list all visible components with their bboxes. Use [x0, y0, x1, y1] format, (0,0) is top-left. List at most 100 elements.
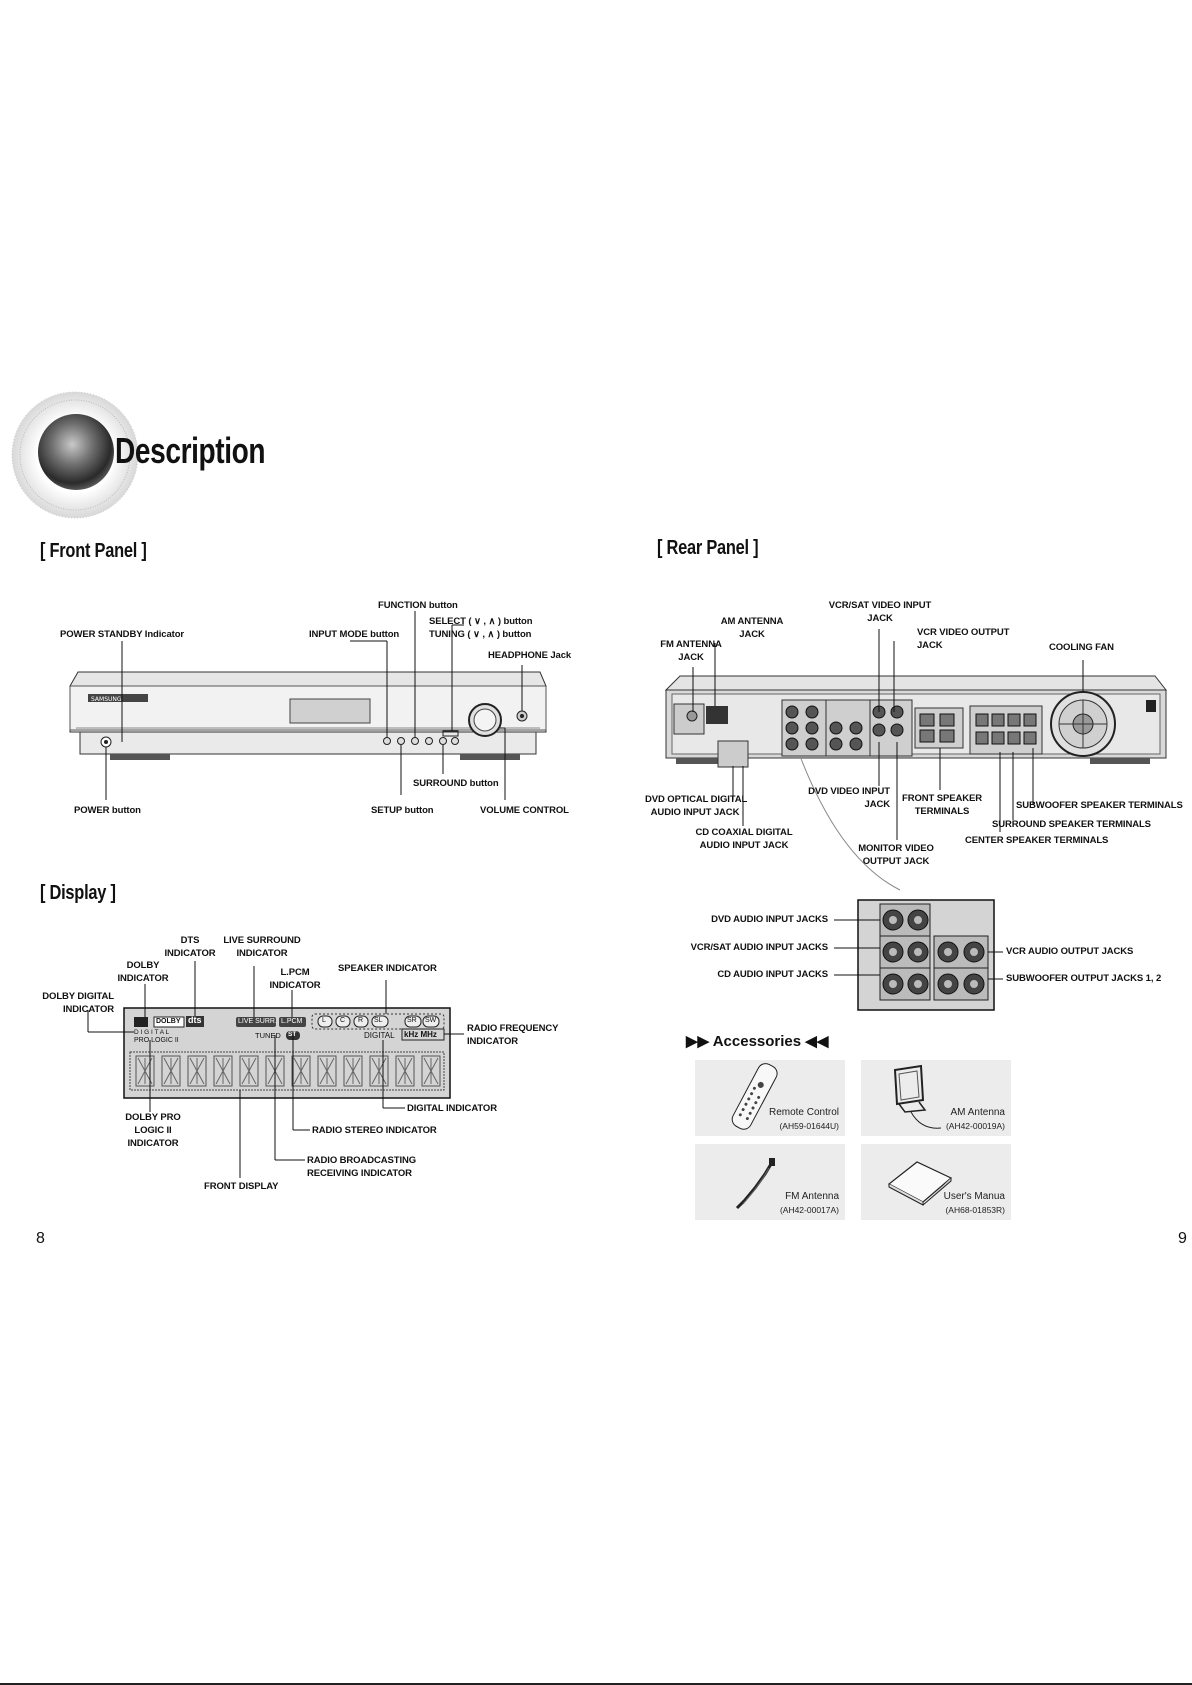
label-vcr-sat-audio-input: VCR/SAT AUDIO INPUT JACKS	[690, 942, 828, 953]
label-radio-stereo: RADIO STEREO INDICATOR	[312, 1125, 437, 1136]
label-dolby-1: DOLBY	[126, 960, 160, 971]
label-radio-broadcasting-2: RECEIVING INDICATOR	[307, 1168, 412, 1179]
display-heading: [ Display ]	[40, 882, 116, 904]
lcd-digital-small: D I G I T A L	[134, 1029, 170, 1036]
label-dts-2: INDICATOR	[164, 948, 216, 959]
label-dvd-video-in-2: JACK	[864, 799, 891, 810]
accessory-code: (AH68-01853R)	[945, 1205, 1005, 1215]
label-lpcm-2: INDICATOR	[269, 980, 321, 991]
label-monitor-video-1: MONITOR VIDEO	[858, 843, 934, 854]
page-title: Description	[115, 430, 266, 471]
lcd-pro-logic: PRO LOGIC II	[134, 1037, 179, 1044]
arrow-left-icon: ◀◀	[805, 1033, 829, 1050]
lcd-lpcm: L.PCM	[281, 1018, 303, 1025]
label-center-speaker-terminals: CENTER SPEAKER TERMINALS	[965, 835, 1109, 846]
label-am-antenna-2: JACK	[739, 629, 765, 640]
label-dvd-video-in-1: DVD VIDEO INPUT	[808, 786, 890, 797]
label-input-mode: INPUT MODE button	[309, 629, 400, 640]
label-cd-coax-2: AUDIO INPUT JACK	[699, 840, 789, 851]
label-tuning-button: TUNING ( ∨ , ∧ ) button	[429, 629, 532, 640]
lcd-digital: DIGITAL	[364, 1031, 395, 1040]
audio-jacks-closeup-icon	[857, 899, 995, 1011]
lcd-dts: dts	[188, 1015, 202, 1025]
receiver-front-icon: SAMSUNG	[69, 671, 547, 760]
label-radio-frequency-2: INDICATOR	[467, 1036, 518, 1047]
label-select-button: SELECT ( ∨ , ∧ ) button	[429, 616, 533, 627]
label-lpcm-1: L.PCM	[280, 967, 310, 978]
label-vcr-sat-video-in-2: JACK	[867, 613, 893, 624]
label-fm-antenna-1: FM ANTENNA	[660, 639, 722, 650]
lcd-display-icon	[123, 1007, 451, 1099]
lcd-dolby: DOLBY	[156, 1018, 181, 1025]
label-dpl-3: INDICATOR	[127, 1138, 179, 1149]
am-antenna-icon	[893, 1064, 942, 1129]
page-edge-line	[0, 1683, 1192, 1685]
accessory-remote-control: Remote Control (AH59-01644U)	[695, 1060, 845, 1136]
accessory-name: Remote Control	[768, 1107, 839, 1118]
label-dolby-2: INDICATOR	[117, 973, 169, 984]
accessory-code: (AH42-00017A)	[779, 1205, 839, 1215]
accessories-heading: ▶▶ Accessories ◀◀	[686, 1032, 828, 1050]
lcd-st: ST	[288, 1031, 297, 1038]
label-dolby-digital-1: DOLBY DIGITAL	[42, 991, 114, 1002]
label-dvd-optical-2: AUDIO INPUT JACK	[650, 807, 740, 818]
accessory-name: User's Manua	[943, 1191, 1005, 1202]
label-volume-control: VOLUME CONTROL	[480, 805, 569, 816]
remote-control-icon	[731, 1063, 778, 1130]
label-fm-antenna-2: JACK	[678, 652, 704, 663]
label-speaker-indicator: SPEAKER INDICATOR	[338, 963, 437, 974]
label-subwoofer-speaker-terminals: SUBWOOFER SPEAKER TERMINALS	[1016, 800, 1183, 811]
accessory-name: FM Antenna	[785, 1191, 839, 1202]
label-dts-1: DTS	[180, 935, 200, 946]
label-front-speaker-1: FRONT SPEAKER	[902, 793, 982, 804]
label-surround-speaker-terminals: SURROUND SPEAKER TERMINALS	[992, 819, 1151, 830]
speaker-logo-icon	[11, 391, 139, 519]
label-dolby-digital-2: INDICATOR	[63, 1004, 114, 1015]
label-headphone-jack: HEADPHONE Jack	[488, 650, 572, 661]
label-live-1: LIVE SURROUND	[223, 935, 301, 946]
accessory-am-antenna: AM Antenna (AH42-00019A)	[861, 1060, 1011, 1136]
label-radio-broadcasting-1: RADIO BROADCASTING	[307, 1155, 417, 1166]
lcd-speaker-sr: SR	[407, 1017, 417, 1024]
label-cd-coax-1: CD COAXIAL DIGITAL	[695, 827, 793, 838]
accessory-code: (AH59-01644U)	[779, 1121, 839, 1131]
brand-logo: SAMSUNG	[91, 696, 122, 703]
label-radio-frequency-1: RADIO FREQUENCY	[467, 1023, 559, 1034]
lcd-khz-mhz: kHz MHz	[404, 1030, 437, 1039]
accessory-code: (AH42-00019A)	[945, 1121, 1005, 1131]
label-front-display: FRONT DISPLAY	[204, 1181, 279, 1192]
label-vcr-video-out-2: JACK	[917, 640, 943, 651]
accessory-users-manual: User's Manua (AH68-01853R)	[861, 1144, 1011, 1220]
receiver-rear-icon	[664, 675, 1168, 768]
label-subwoofer-output: SUBWOOFER OUTPUT JACKS 1, 2	[1006, 973, 1162, 984]
accessory-fm-antenna: FM Antenna (AH42-00017A)	[695, 1144, 845, 1220]
lcd-speaker-l: L	[322, 1017, 326, 1024]
manual-book-icon	[887, 1161, 953, 1206]
lcd-speaker-sl: SL	[374, 1017, 383, 1024]
accessories-title: Accessories	[712, 1033, 802, 1050]
label-digital-indicator: DIGITAL INDICATOR	[407, 1103, 497, 1114]
page-number-left: 8	[36, 1230, 45, 1247]
lcd-speaker-r: R	[358, 1017, 364, 1024]
front-panel-heading: [ Front Panel ]	[40, 540, 147, 562]
label-power-button: POWER button	[74, 805, 141, 816]
label-dpl-1: DOLBY PRO	[125, 1112, 181, 1123]
fm-antenna-icon	[735, 1158, 775, 1210]
lcd-tuned: TUNED	[255, 1031, 281, 1040]
label-front-speaker-2: TERMINALS	[914, 806, 970, 817]
label-vcr-sat-video-in-1: VCR/SAT VIDEO INPUT	[828, 600, 932, 611]
label-power-standby: POWER STANDBY Indicator	[60, 629, 185, 640]
label-dpl-2: LOGIC II	[134, 1125, 172, 1136]
label-dvd-optical-1: DVD OPTICAL DIGITAL	[645, 794, 748, 805]
lcd-speaker-c: C	[340, 1017, 346, 1024]
page-number-right: 9	[1178, 1230, 1187, 1247]
arrow-right-icon: ▶▶	[686, 1033, 710, 1050]
label-cooling-fan: COOLING FAN	[1049, 642, 1114, 653]
lcd-speaker-sw: SW	[425, 1017, 437, 1024]
label-monitor-video-2: OUTPUT JACK	[862, 856, 930, 867]
label-setup-button: SETUP button	[371, 805, 434, 816]
label-live-2: INDICATOR	[236, 948, 288, 959]
label-vcr-video-out-1: VCR VIDEO OUTPUT	[917, 627, 1010, 638]
